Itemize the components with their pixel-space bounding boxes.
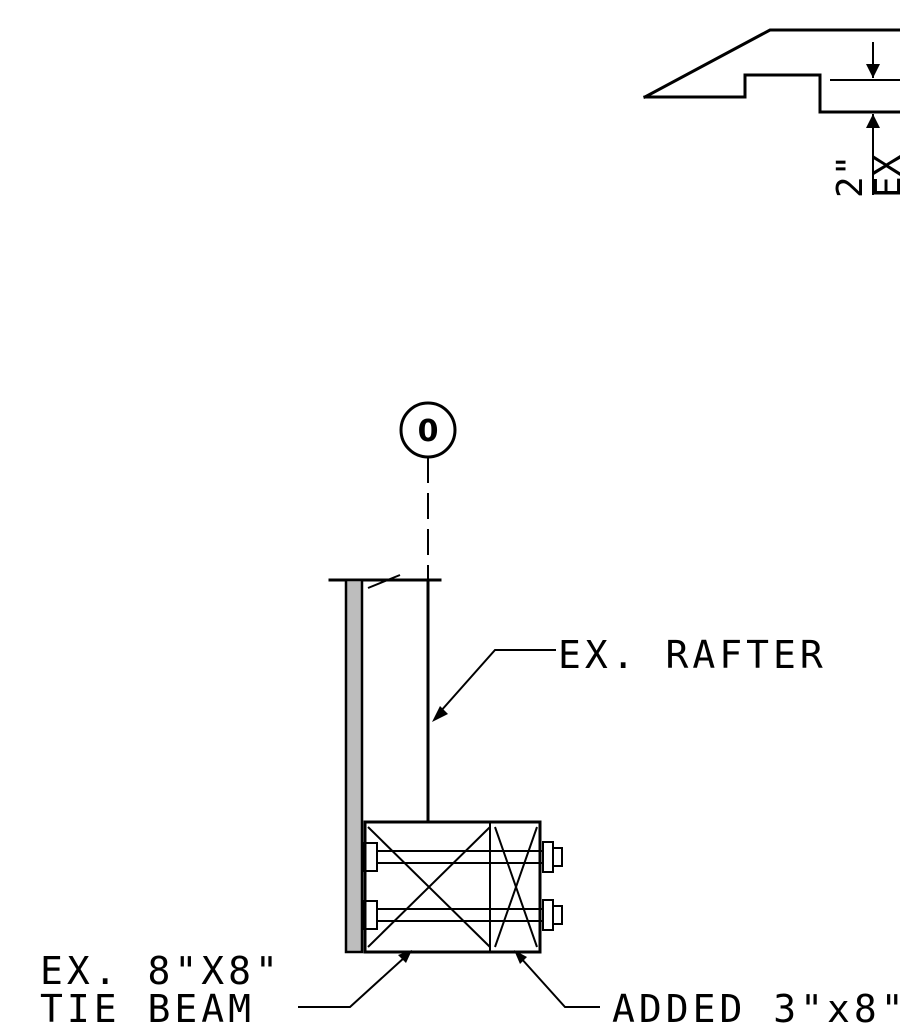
profile-step-line bbox=[643, 73, 900, 114]
tie-beam-leader-arrow bbox=[398, 950, 412, 963]
roof-slope-line bbox=[642, 28, 900, 100]
added-leader-arrow bbox=[514, 950, 527, 964]
tie-beam-label-line2: TIE BEAM bbox=[40, 987, 255, 1025]
tie-beam-hatched-member bbox=[344, 578, 364, 954]
dimension-2in-label: 2" bbox=[830, 155, 871, 198]
top-profile-detail: 2" EX bbox=[642, 28, 900, 198]
block-cross-brace bbox=[367, 826, 491, 948]
tie-beam-section bbox=[328, 574, 442, 954]
tie-beam-label-line1: EX. 8"X8" bbox=[40, 949, 282, 993]
rafter-label: EX. RAFTER bbox=[558, 633, 827, 677]
leader-added bbox=[514, 950, 600, 1008]
bolt-upper bbox=[362, 841, 563, 873]
tie-beam-leader-line bbox=[298, 956, 406, 1008]
leader-rafter bbox=[432, 649, 556, 722]
grid-bubble-label: 0 bbox=[418, 414, 439, 449]
dimension-arrow-down bbox=[866, 64, 880, 78]
dimension-ex-label: EX bbox=[868, 154, 900, 198]
dimension-arrow-up bbox=[866, 114, 880, 128]
leader-tie-beam bbox=[298, 950, 412, 1008]
added-leader-line bbox=[519, 956, 600, 1008]
added-member-block bbox=[362, 820, 563, 954]
added-member-label: ADDED 3"x8" bbox=[612, 987, 900, 1025]
block-cross-brace-right bbox=[494, 826, 538, 948]
break-mark bbox=[367, 574, 401, 589]
grid-bubble: 0 bbox=[399, 401, 457, 580]
rafter-leader-line bbox=[439, 649, 556, 713]
bolt-lower bbox=[362, 899, 563, 931]
rafter-leader-arrow bbox=[432, 706, 448, 722]
added-block-outline bbox=[363, 820, 542, 954]
